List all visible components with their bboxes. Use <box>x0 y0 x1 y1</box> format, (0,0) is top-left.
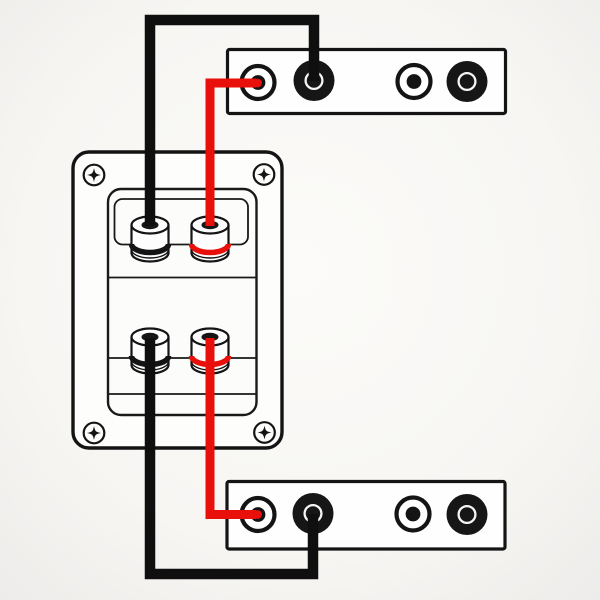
bottom-black-jack <box>445 492 489 537</box>
screw-icon <box>82 421 106 445</box>
plate-top-recess <box>113 198 249 246</box>
speaker-terminal-plate <box>71 150 284 450</box>
screw-icon <box>253 421 276 444</box>
black-wire-top <box>144 14 320 226</box>
top-black-jack <box>445 59 489 104</box>
top-terminal-strip <box>225 47 508 116</box>
red-wire-bottom-tip <box>253 510 262 519</box>
screw-icon <box>252 163 276 186</box>
red-wire-top-tip <box>253 78 262 88</box>
red-wire-bottom <box>205 338 256 519</box>
bottom-white-jack <box>397 498 430 531</box>
black-wire-bottom <box>144 338 319 580</box>
red-wire-top <box>205 78 256 226</box>
wires <box>144 14 320 580</box>
bottom-terminal-strip <box>225 479 507 551</box>
screw-icon <box>82 163 106 187</box>
plate-terminal-cup <box>106 187 258 417</box>
top-white-jack <box>398 65 431 98</box>
